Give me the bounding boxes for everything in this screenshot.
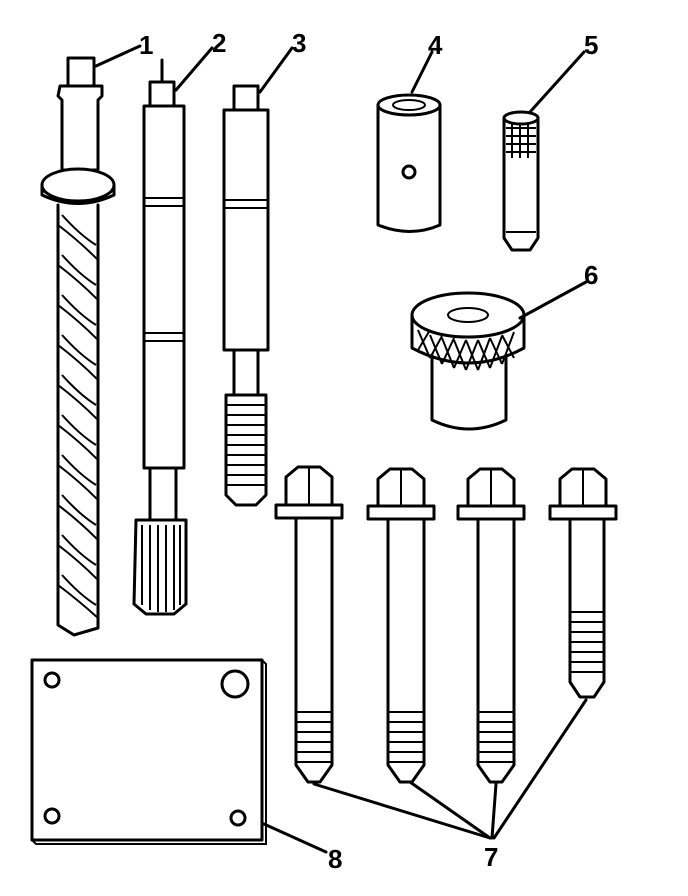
tool-1-drill xyxy=(40,56,116,637)
tool-2-tap xyxy=(132,58,188,616)
tool-5-pin xyxy=(502,110,540,252)
callout-5: 5 xyxy=(584,30,598,60)
tool-6-knurled-cap xyxy=(410,291,526,431)
tool-7-bolt-d xyxy=(548,467,618,699)
tool-7-bolt-b xyxy=(366,467,436,784)
callout-3: 3 xyxy=(292,28,306,58)
tool-3-mandrel xyxy=(222,84,270,507)
tool-8-plate xyxy=(30,658,267,845)
callout-4: 4 xyxy=(428,30,443,60)
callout-1: 1 xyxy=(139,30,153,60)
leader-lines xyxy=(94,44,588,854)
callout-2: 2 xyxy=(212,28,226,58)
callout-6: 6 xyxy=(584,260,598,290)
tool-7-bolt-a xyxy=(274,465,344,784)
tool-7-bolt-c xyxy=(456,467,526,784)
callout-7: 7 xyxy=(484,842,498,872)
callout-8: 8 xyxy=(328,844,342,874)
tool-4-sleeve xyxy=(376,93,442,233)
